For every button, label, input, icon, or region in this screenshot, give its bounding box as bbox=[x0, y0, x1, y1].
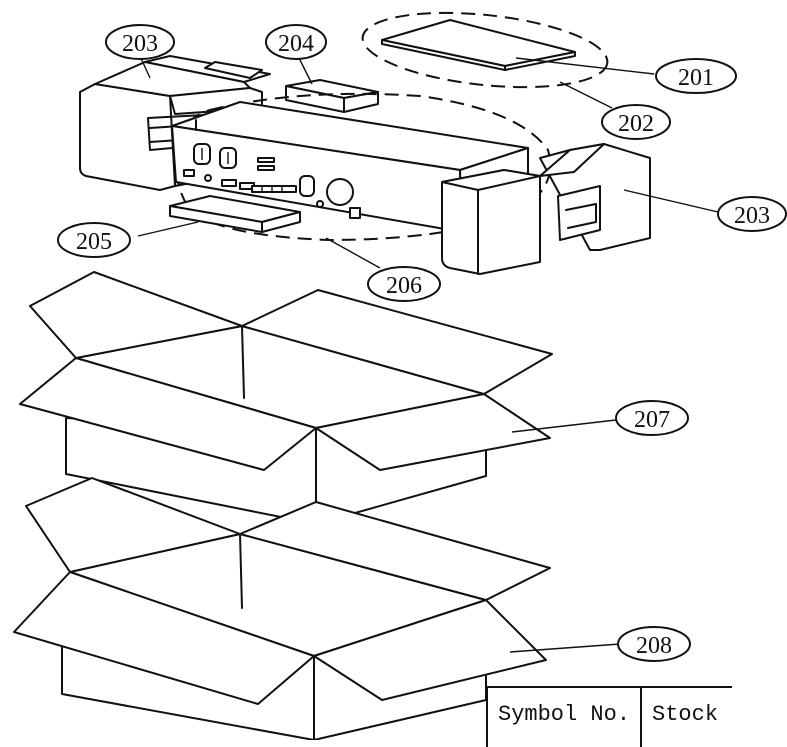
right-foam-cushion bbox=[441, 143, 651, 275]
callout-label: 201 bbox=[678, 65, 714, 91]
callout-207: 207 bbox=[615, 400, 689, 436]
callout-label: 207 bbox=[634, 407, 670, 433]
callout-202: 202 bbox=[601, 104, 671, 140]
bottom-foam-block bbox=[169, 195, 301, 233]
parts-table: Symbol No. Stock bbox=[485, 686, 733, 747]
callout-203-left: 203 bbox=[105, 24, 175, 60]
symbol-no-header: Symbol No. bbox=[485, 686, 643, 747]
callout-208: 208 bbox=[617, 626, 691, 662]
callout-label: 203 bbox=[122, 31, 158, 57]
callout-203-right: 203 bbox=[717, 196, 787, 232]
leader-lines bbox=[137, 55, 719, 653]
callout-label: 203 bbox=[734, 203, 770, 229]
callout-205: 205 bbox=[57, 222, 131, 258]
outer-carton-upper bbox=[19, 271, 553, 525]
callout-204: 204 bbox=[265, 24, 327, 60]
stock-header: Stock bbox=[640, 686, 733, 747]
instruction-manual bbox=[381, 19, 576, 71]
callout-201: 201 bbox=[655, 58, 737, 94]
callout-label: 206 bbox=[386, 273, 422, 299]
table-header-row: Symbol No. Stock bbox=[485, 686, 733, 747]
callout-label: 208 bbox=[636, 633, 672, 659]
callout-label: 204 bbox=[278, 31, 314, 57]
callout-label: 202 bbox=[618, 111, 654, 137]
outer-carton-lower bbox=[13, 477, 551, 740]
manual-bag-outline bbox=[361, 11, 609, 89]
callout-label: 205 bbox=[76, 229, 112, 255]
callout-206: 206 bbox=[367, 266, 441, 302]
